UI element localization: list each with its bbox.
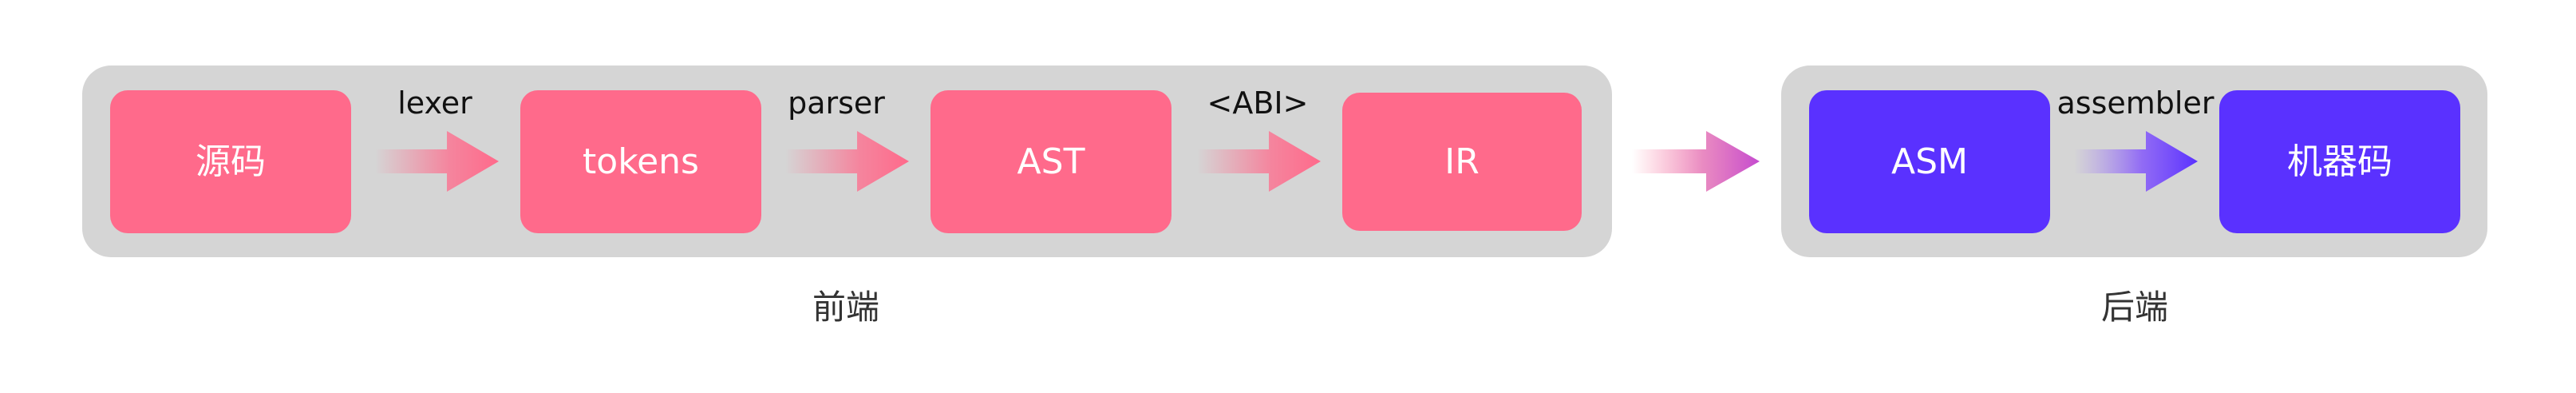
node-ast-label: AST [1017, 141, 1085, 182]
node-ir[interactable]: IR [1342, 93, 1582, 231]
edge-label-parser: parser [788, 85, 885, 121]
node-ir-label: IR [1444, 141, 1480, 182]
node-source-code[interactable]: 源码 [110, 90, 351, 233]
arrow-lexer [375, 131, 499, 192]
arrow-assembler [2074, 131, 2198, 192]
arrow-parser [785, 131, 909, 192]
node-asm[interactable]: ASM [1809, 90, 2050, 233]
node-source-code-label: 源码 [196, 141, 266, 182]
edge-label-assembler: assembler [2056, 85, 2214, 121]
backend-caption: 后端 [2100, 288, 2169, 327]
node-ast[interactable]: AST [930, 90, 1171, 233]
edge-label-abi: <ABI> [1207, 85, 1309, 121]
node-tokens[interactable]: tokens [520, 90, 761, 233]
arrow-abi [1197, 131, 1321, 192]
edge-label-lexer: lexer [397, 85, 472, 121]
node-machine-code-label: 机器码 [2287, 141, 2392, 182]
node-tokens-label: tokens [583, 141, 699, 182]
arrow-frontend-to-backend [1632, 131, 1760, 192]
node-asm-label: ASM [1891, 141, 1968, 182]
node-machine-code[interactable]: 机器码 [2219, 90, 2460, 233]
frontend-caption: 前端 [812, 288, 880, 327]
